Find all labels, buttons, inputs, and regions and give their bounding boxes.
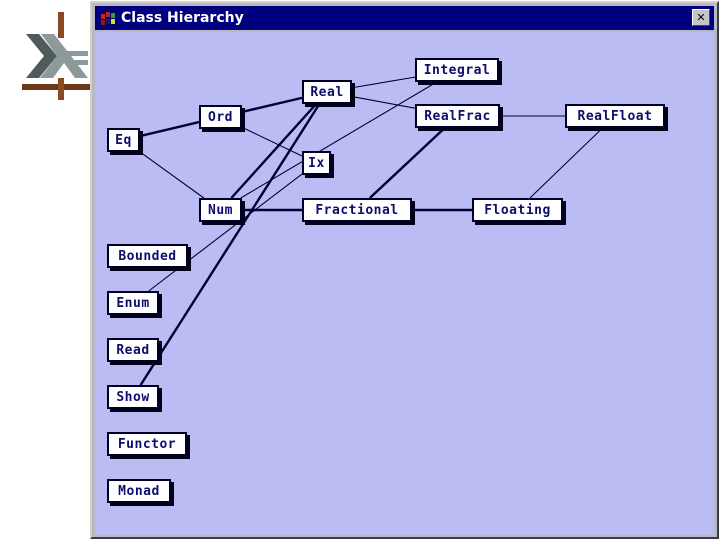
node-label: Enum [116,295,150,311]
node-show[interactable]: Show [107,385,159,409]
node-num[interactable]: Num [199,198,242,222]
edge-floating-realfloat [529,127,603,199]
edge-real-num [230,103,318,199]
logo-bottom-bar [58,78,64,100]
node-label: Ix [308,155,325,171]
edge-real-realfrac [351,96,416,109]
close-icon[interactable]: ✕ [692,9,710,26]
node-label: Fractional [315,202,399,218]
logo-lambda-icon [26,34,88,78]
node-functor[interactable]: Functor [107,432,187,456]
edge-num-integral [240,81,438,199]
node-bounded[interactable]: Bounded [107,244,188,268]
edge-fractional-realfrac [369,127,446,199]
node-label: RealFrac [424,108,491,124]
node-ord[interactable]: Ord [199,105,242,129]
edge-ord-real [241,96,303,114]
node-enum[interactable]: Enum [107,291,159,315]
node-realfloat[interactable]: RealFloat [565,104,665,128]
node-label: Show [116,389,150,405]
node-eq[interactable]: Eq [107,128,140,152]
node-floating[interactable]: Floating [472,198,563,222]
diagram-edges [139,76,603,386]
node-fractional[interactable]: Fractional [302,198,412,222]
node-label: Real [310,84,344,100]
node-integral[interactable]: Integral [415,58,499,82]
node-read[interactable]: Read [107,338,159,362]
node-label: Floating [484,202,551,218]
node-label: Eq [115,132,132,148]
edge-real-integral [351,76,416,89]
logo-top-bar [58,12,64,38]
node-label: Ord [208,109,233,125]
window-titlebar[interactable]: Class Hierarchy ✕ [95,6,714,30]
node-label: Functor [117,436,177,452]
app-icon [99,9,116,27]
edge-ord-ix [241,126,303,157]
edge-eq-ord [139,120,200,138]
node-label: Monad [118,483,160,499]
node-real[interactable]: Real [302,80,352,104]
node-realfrac[interactable]: RealFrac [415,104,500,128]
node-label: Num [208,202,233,218]
node-monad[interactable]: Monad [107,479,171,503]
edge-eq-num [139,151,205,199]
node-ix[interactable]: Ix [302,151,331,175]
node-label: RealFloat [577,108,653,124]
window-title: Class Hierarchy [121,10,244,26]
node-label: Read [116,342,150,358]
edge-ix-enum [148,173,303,292]
node-label: Bounded [118,248,177,264]
node-label: Integral [423,62,491,78]
haskell-logo [22,12,92,100]
logo-horizontal-bar [22,84,92,90]
edge-real-show [139,103,321,386]
